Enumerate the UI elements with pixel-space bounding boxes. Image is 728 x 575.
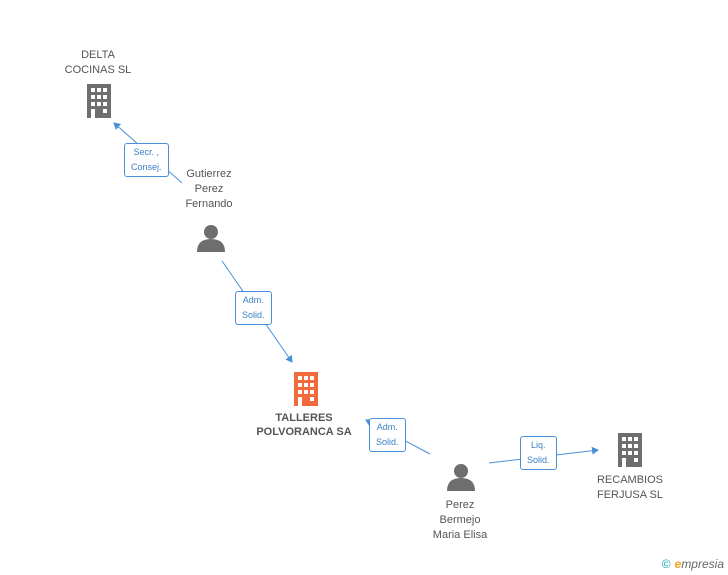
node-perez-line1: Perez [445,499,475,511]
node-delta-line2: COCINAS SL [64,64,132,76]
edge-secr-line1: Secr. , [133,147,160,157]
node-perez-label[interactable]: Perez Bermejo Maria Elisa [410,498,510,543]
edge-adm1-line2: Solid. [242,310,265,320]
node-recambios-line2: FERJUSA SL [596,489,664,501]
edge-label-adm1: Adm. Solid. [235,291,272,325]
edge-adm1-line1: Adm. [242,295,264,305]
empresia-logo[interactable]: ©empresia [662,557,724,571]
edge-secr-line2: Consej. [131,162,162,172]
node-gutierrez-line1: Gutierrez [186,168,232,180]
perez-person-icon[interactable] [447,464,475,491]
edge-label-secr: Secr. , Consej. [124,143,169,177]
talleres-building-icon[interactable] [294,372,318,406]
brand-first-letter: e [674,557,682,571]
node-recambios-line1: RECAMBIOS [596,474,663,486]
node-perez-line3: Maria Elisa [432,529,488,541]
node-gutierrez-line2: Perez [194,183,224,195]
edge-label-adm2: Adm. Solid. [369,418,406,452]
node-talleres-line1: TALLERES [275,412,333,424]
node-perez-line2: Bermejo [439,514,481,526]
recambios-building-icon[interactable] [618,433,642,467]
node-gutierrez-label[interactable]: Gutierrez Perez Fernando [159,167,259,212]
edge-adm2-line1: Adm. [376,422,398,432]
node-talleres-line2: POLVORANCA SA [256,426,352,438]
node-talleres-label[interactable]: TALLERES POLVORANCA SA [246,411,362,439]
node-delta-line1: DELTA [81,49,115,61]
edge-label-liq: Liq. Solid. [520,436,557,470]
copyright-icon: © [661,557,671,571]
edge-liq-line1: Liq. [531,440,546,450]
node-delta-label[interactable]: DELTA COCINAS SL [48,48,148,78]
edge-liq-line2: Solid. [527,455,550,465]
gutierrez-person-icon[interactable] [197,225,225,252]
delta-building-icon[interactable] [87,84,111,118]
node-gutierrez-line3: Fernando [185,198,233,210]
node-recambios-label[interactable]: RECAMBIOS FERJUSA SL [580,473,680,503]
brand-rest: mpresia [681,557,724,571]
edge-adm2-line2: Solid. [376,437,399,447]
